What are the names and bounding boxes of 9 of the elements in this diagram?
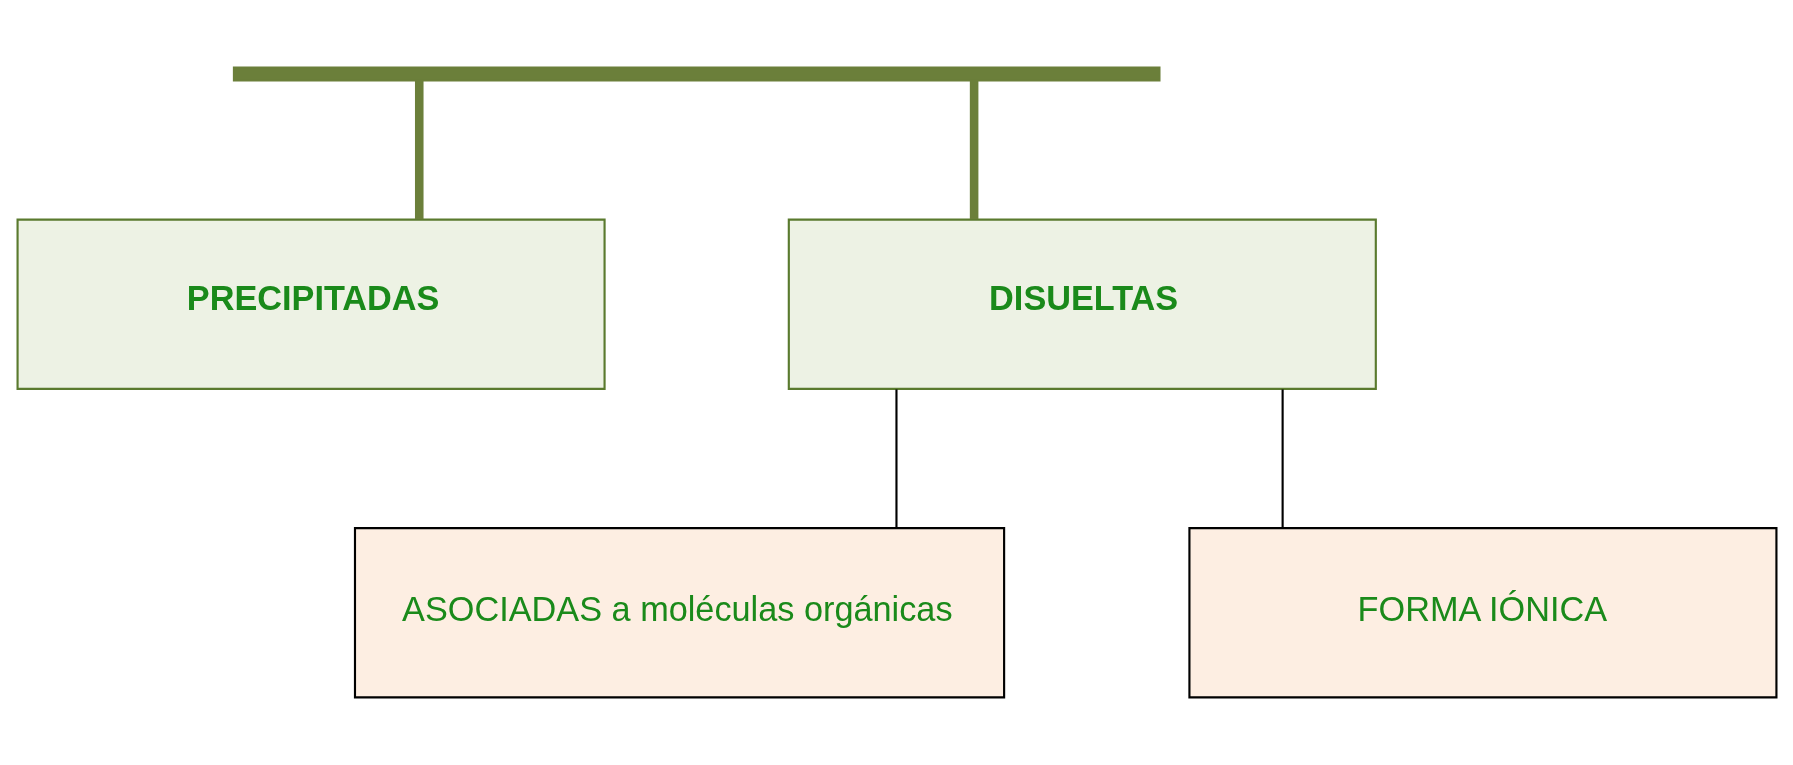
node-box: DISUELTAS (787, 218, 1377, 390)
connector (894, 389, 898, 528)
connector (969, 80, 978, 220)
node-bar (232, 66, 1160, 82)
node-box: FORMA IÓNICA (1187, 527, 1777, 699)
node-box: ASOCIADAS a moléculas orgánicas (353, 527, 1005, 699)
connector (1281, 389, 1284, 528)
node-box: PRECIPITADAS (16, 218, 606, 390)
connector (414, 80, 424, 220)
